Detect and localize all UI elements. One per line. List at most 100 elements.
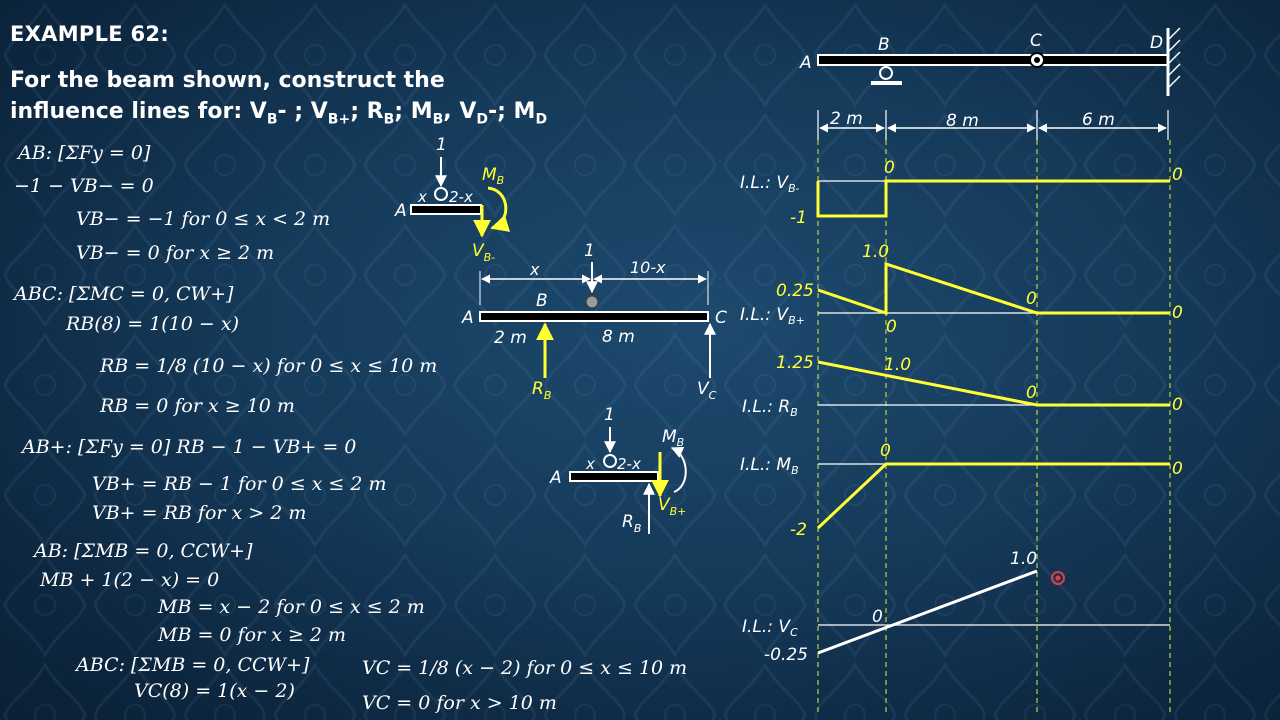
equation: VB− = −1 for 0 ≤ x < 2 m (76, 208, 331, 230)
il-rb: I.L.: RB 1.25 1.0 0 0 (742, 353, 1183, 419)
il-value: 0 (1026, 289, 1037, 309)
moment-arrow (487, 186, 511, 232)
il-curve (817, 360, 1170, 407)
end-a-label: A (549, 468, 562, 488)
end-a-label: A (461, 308, 474, 328)
span-bc-label: 8 m (946, 111, 979, 131)
equation: MB = 0 for x ≥ 2 m (158, 624, 346, 646)
il-value: 1.25 (776, 353, 814, 373)
point-c-label: C (1030, 31, 1042, 51)
equation: AB: [ΣFy = 0] (18, 142, 151, 164)
il-label: I.L.: MB (740, 455, 799, 477)
wall-hatch (1167, 27, 1181, 89)
equation: RB = 0 for x ≥ 10 m (100, 395, 295, 417)
x-label: x (585, 455, 595, 473)
il-value: 0 (1172, 303, 1183, 323)
span-ab-label: 2 m (830, 109, 863, 129)
il-mb: I.L.: MB 0 -2 0 (740, 441, 1183, 540)
il-value: 1.0 (862, 242, 889, 262)
il-value: 0 (872, 607, 883, 627)
free-body-diagram-2: 1 x 10-x B A C 2 m 8 m RB VC (461, 241, 727, 402)
il-label: I.L.: VC (742, 617, 798, 639)
end-a-label: A (394, 201, 407, 221)
reaction-label: RB (622, 512, 641, 535)
reaction-c-label: VC (697, 379, 717, 402)
pointer-indicator (1051, 571, 1065, 585)
point-b-label: B (878, 35, 890, 55)
equation: VC(8) = 1(x − 2) (134, 680, 295, 702)
il-value: 0 (1172, 165, 1183, 185)
load-label: 1 (436, 135, 447, 155)
point-a-label: A (799, 53, 812, 73)
rest-label: 2-x (449, 188, 473, 206)
il-value: 0 (884, 158, 895, 178)
load-label: 1 (584, 241, 595, 261)
il-curve (816, 179, 1170, 218)
il-value: 0 (1172, 395, 1183, 415)
x-label: x (417, 188, 427, 206)
il-label: I.L.: RB (742, 397, 798, 419)
beam-segment (410, 204, 482, 215)
il-value: 0 (1026, 383, 1037, 403)
il-curve (816, 462, 1170, 530)
equation: AB+: [ΣFy = 0] RB − 1 − VB+ = 0 (22, 436, 357, 458)
rest-label: 10-x (630, 258, 666, 277)
page-title: EXAMPLE 62: (10, 22, 170, 46)
equation: VB+ = RB for x > 2 m (92, 502, 307, 524)
free-body-diagram-3: 1 x 2-x A MB VB+ RB (549, 405, 687, 535)
equation: MB = x − 2 for 0 ≤ x ≤ 2 m (158, 596, 425, 618)
il-curve (817, 569, 1038, 655)
span-bc-label: 8 m (602, 327, 635, 347)
x-label: x (529, 260, 540, 279)
span-cd-label: 6 m (1082, 110, 1115, 130)
point-d-label: D (1150, 33, 1163, 53)
il-vc: I.L.: VC 1.0 0 -0.25 (742, 549, 1170, 665)
il-value: 0.25 (776, 281, 814, 301)
moment-label: MB (482, 165, 504, 187)
span-ab-label: 2 m (494, 328, 527, 348)
shear-label: VB- (472, 241, 495, 264)
moment-label: MB (662, 427, 684, 449)
load-point (603, 454, 617, 468)
equation: VC = 0 for x > 10 m (362, 692, 557, 714)
equation: −1 − VB− = 0 (14, 175, 154, 197)
free-body-diagram-1: 1 x 2-x A MB VB- (394, 135, 511, 264)
equation: VB− = 0 for x ≥ 2 m (76, 242, 275, 264)
il-value: -0.25 (764, 645, 808, 665)
rest-label: 2-x (617, 455, 641, 473)
equation: RB = 1/8 (10 − x) for 0 ≤ x ≤ 10 m (100, 355, 438, 377)
equation: ABC: [ΣMC = 0, CW+] (14, 283, 234, 305)
section-guides (817, 140, 1171, 712)
beam (817, 54, 1169, 66)
il-label: I.L.: VB- (740, 173, 799, 195)
load-point (434, 187, 448, 201)
equation: RB(8) = 1(10 − x) (66, 313, 239, 335)
il-vb-minus: I.L.: VB- 0 -1 0 (740, 158, 1183, 228)
load-point (585, 295, 599, 309)
roller-support (879, 66, 893, 80)
b-label: B (536, 291, 548, 311)
equation: AB: [ΣMB = 0, CCW+] (34, 540, 253, 562)
il-value: 0 (1172, 459, 1183, 479)
shear-label: VB+ (658, 495, 686, 518)
il-value: 0 (880, 441, 891, 461)
il-value: 0 (886, 317, 897, 337)
il-value: -1 (790, 208, 807, 228)
equation: MB + 1(2 − x) = 0 (40, 569, 220, 591)
roller-base (871, 81, 902, 85)
problem-statement-line2: influence lines for: VB- ; VB+; RB; MB, … (10, 99, 548, 128)
reaction-b-label: RB (532, 379, 551, 402)
end-c-label: C (715, 308, 727, 328)
beam-segment (479, 311, 709, 322)
moment-arrow (670, 446, 687, 493)
il-value: 1.0 (884, 355, 911, 375)
equation: VC = 1/8 (x − 2) for 0 ≤ x ≤ 10 m (362, 657, 688, 679)
il-value: -2 (790, 520, 807, 540)
il-value: 1.0 (1010, 549, 1037, 569)
equation: ABC: [ΣMB = 0, CCW+] (76, 654, 310, 676)
il-curve (817, 261, 1170, 316)
problem-statement-line1: For the beam shown, construct the (10, 68, 445, 93)
load-label: 1 (604, 405, 615, 425)
